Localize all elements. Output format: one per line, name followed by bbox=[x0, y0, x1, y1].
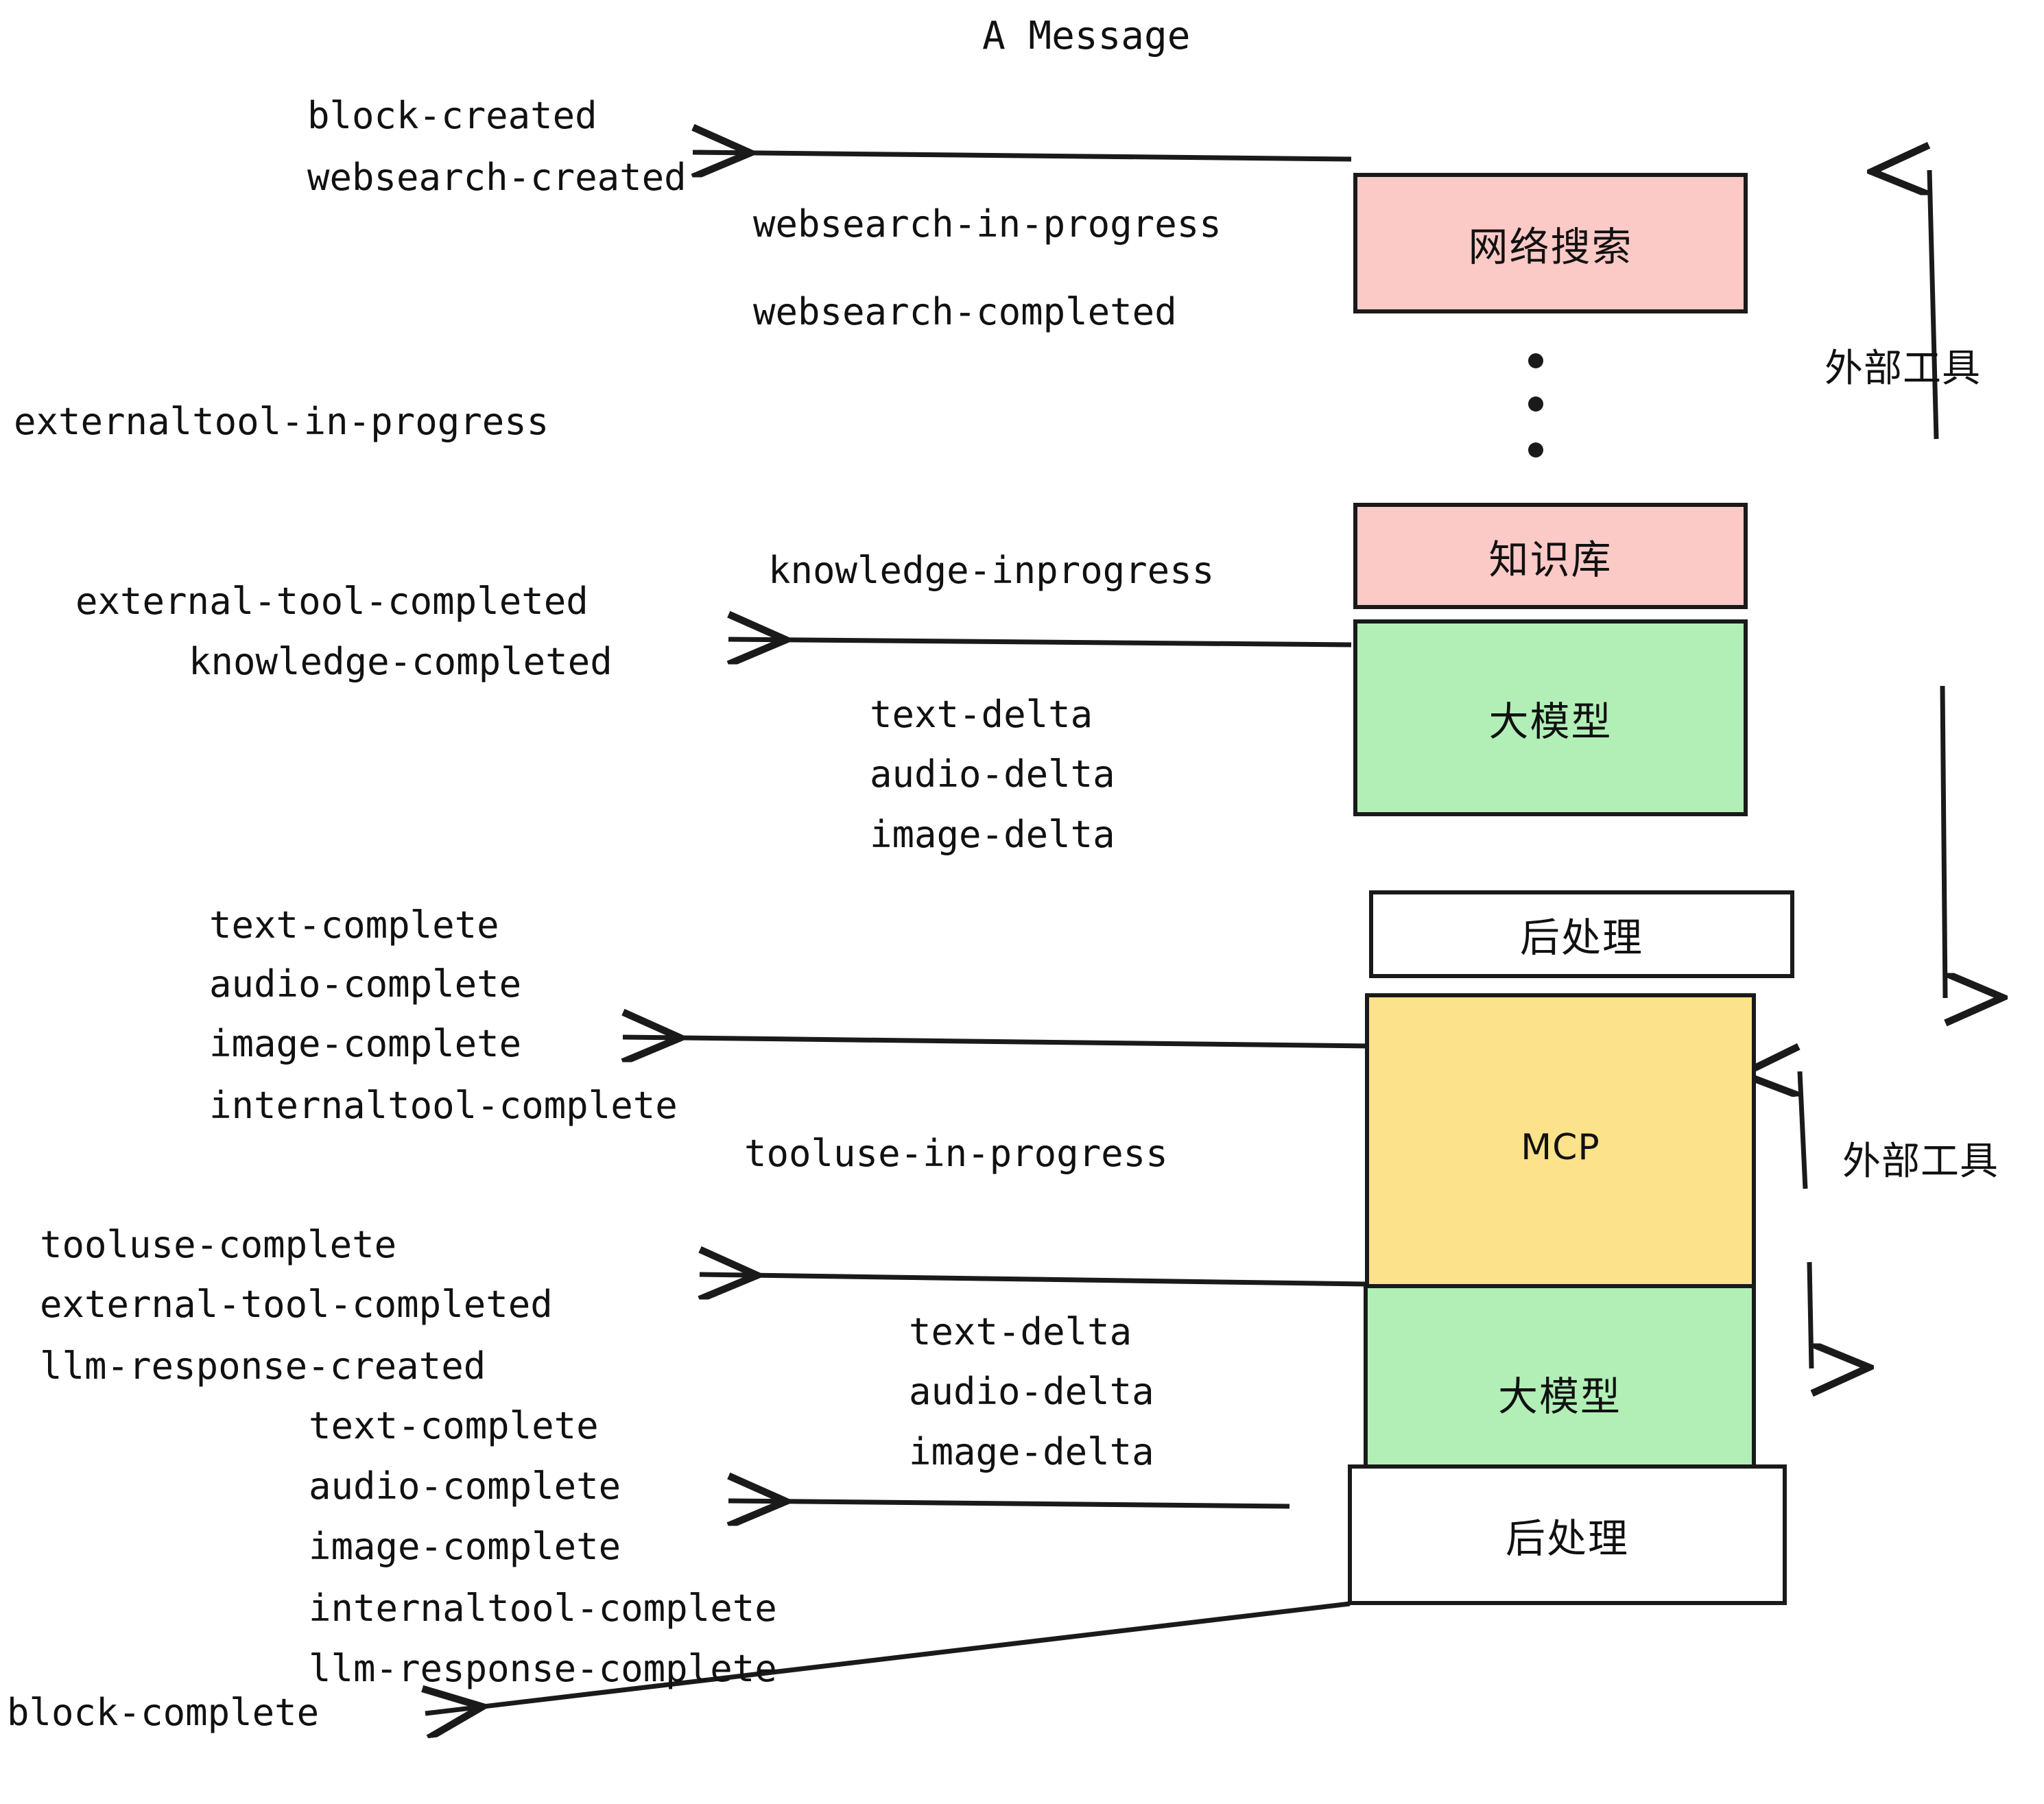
arrow-knowledge-to-completed bbox=[728, 639, 1352, 645]
event-image-complete-2: image-complete bbox=[309, 1525, 621, 1568]
box-postprocess-1-label: 后处理 bbox=[1519, 914, 1643, 961]
diagram-title: A Message bbox=[982, 14, 1191, 58]
event-audio-delta-1: audio-delta bbox=[870, 752, 1115, 796]
event-audio-complete-1: audio-complete bbox=[209, 962, 522, 1006]
event-text-complete-2: text-complete bbox=[309, 1404, 599, 1447]
event-image-delta-2: image-delta bbox=[909, 1430, 1154, 1473]
arrow-websearch-to-created bbox=[693, 152, 1352, 159]
box-postprocess-2-label: 后处理 bbox=[1505, 1515, 1629, 1562]
event-image-delta-1: image-delta bbox=[870, 813, 1115, 856]
arrow-llm2-to-audio-complete bbox=[728, 1501, 1290, 1506]
event-tooluse-in-progress: tooluse-in-progress bbox=[744, 1132, 1168, 1175]
event-knowledge-inprogress: knowledge-inprogress bbox=[768, 549, 1215, 592]
box-mcp-label: MCP bbox=[1521, 1127, 1600, 1168]
box-postprocess-2[interactable]: 后处理 bbox=[1348, 1464, 1787, 1605]
event-websearch-completed: websearch-completed bbox=[753, 290, 1177, 333]
event-knowledge-completed: knowledge-completed bbox=[189, 640, 613, 683]
event-audio-complete-2: audio-complete bbox=[309, 1464, 621, 1508]
event-external-tool-completed-1: external-tool-completed bbox=[75, 580, 589, 623]
box-mcp[interactable]: MCP bbox=[1365, 993, 1756, 1302]
event-internaltool-complete-1: internaltool-complete bbox=[209, 1084, 678, 1127]
side-label-external-tools-bottom: 外部工具 bbox=[1842, 1139, 1999, 1184]
event-text-delta-1: text-delta bbox=[870, 693, 1093, 736]
ellipsis-dot-icon bbox=[1528, 442, 1543, 458]
event-block-created: block-created bbox=[307, 94, 597, 137]
arrow-external-tools-up-bottom bbox=[1800, 1071, 1808, 1189]
event-externaltool-in-progress: externaltool-in-progress bbox=[14, 400, 549, 443]
event-llm-response-created: llm-response-created bbox=[40, 1344, 486, 1388]
ellipsis-dot-icon bbox=[1528, 353, 1543, 368]
side-label-external-tools-top: 外部工具 bbox=[1825, 346, 1981, 391]
arrow-external-tools-up-top bbox=[1929, 170, 1939, 440]
box-knowledge-label: 知识库 bbox=[1488, 536, 1613, 583]
event-tooluse-complete: tooluse-complete bbox=[40, 1223, 397, 1266]
ellipsis-dot-icon bbox=[1528, 396, 1543, 412]
event-websearch-in-progress: websearch-in-progress bbox=[753, 202, 1222, 246]
box-llm-2-label: 大模型 bbox=[1497, 1373, 1621, 1420]
box-websearch-label: 网络搜索 bbox=[1468, 223, 1633, 270]
arrow-external-tools-down-bottom bbox=[1807, 1261, 1811, 1368]
event-block-complete: block-complete bbox=[7, 1691, 320, 1734]
box-postprocess-1[interactable]: 后处理 bbox=[1369, 890, 1794, 978]
arrow-mcp-to-tooluse-complete bbox=[700, 1274, 1366, 1284]
arrow-mcp-to-image-complete bbox=[623, 1037, 1372, 1046]
event-text-complete-1: text-complete bbox=[209, 903, 499, 947]
event-text-delta-2: text-delta bbox=[909, 1310, 1132, 1353]
box-knowledge[interactable]: 知识库 bbox=[1353, 503, 1748, 609]
event-internaltool-complete-2: internaltool-complete bbox=[309, 1587, 777, 1630]
event-llm-response-complete: llm-response-complete bbox=[309, 1647, 777, 1690]
event-audio-delta-2: audio-delta bbox=[909, 1370, 1154, 1413]
box-websearch[interactable]: 网络搜索 bbox=[1353, 173, 1748, 313]
event-external-tool-completed-2: external-tool-completed bbox=[40, 1283, 553, 1326]
box-llm-1-label: 大模型 bbox=[1488, 698, 1613, 745]
event-websearch-created: websearch-created bbox=[307, 156, 687, 199]
event-image-complete-1: image-complete bbox=[209, 1022, 522, 1065]
box-llm-1[interactable]: 大模型 bbox=[1353, 619, 1748, 816]
arrow-external-tools-down-top bbox=[1940, 685, 1945, 998]
